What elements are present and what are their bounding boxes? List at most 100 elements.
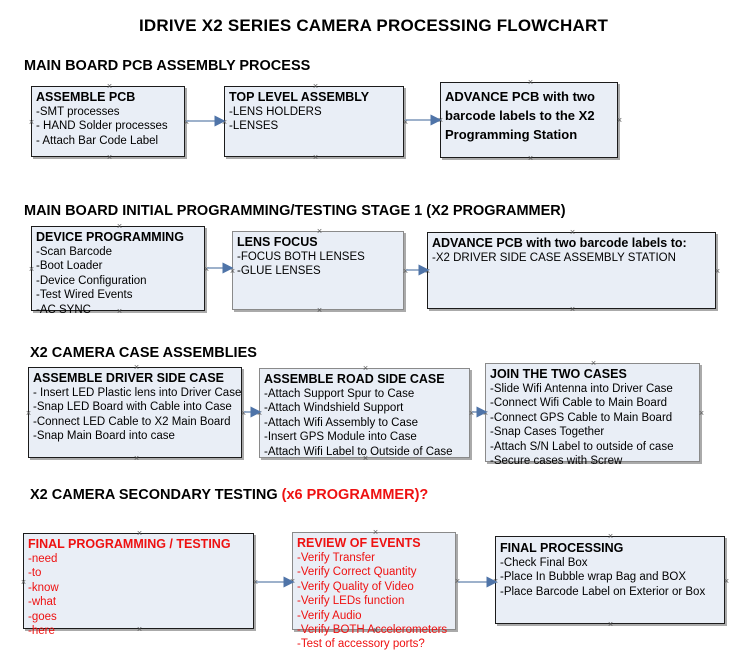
section-header-2: MAIN BOARD INITIAL PROGRAMMING/TESTING S…: [24, 203, 566, 219]
resize-handle-right[interactable]: [252, 579, 259, 586]
resize-handle-right[interactable]: [402, 268, 409, 275]
resize-handle-left[interactable]: [28, 119, 35, 126]
section-header-2-text: MAIN BOARD INITIAL PROGRAMMING/TESTING S…: [24, 203, 566, 219]
box-title: JOIN THE TWO CASES: [490, 367, 627, 381]
box-line: - HAND Solder processes: [36, 120, 168, 133]
resize-handle-bottom[interactable]: [133, 455, 140, 462]
box-final-processing[interactable]: FINAL PROCESSING -Check Final Box -Place…: [495, 536, 725, 624]
resize-handle-bottom[interactable]: [312, 154, 319, 161]
box-line: -Attach Wifi Label to Outside of Case: [264, 445, 453, 458]
resize-handle-right[interactable]: [454, 578, 461, 585]
section-header-3-text: X2 CAMERA CASE ASSEMBLIES: [30, 345, 257, 361]
box-assemble-road-side-case[interactable]: ASSEMBLE ROAD SIDE CASE -Attach Support …: [259, 368, 470, 458]
resize-handle-right[interactable]: [616, 117, 623, 124]
box-device-programming[interactable]: DEVICE PROGRAMMING -Scan Barcode -Boot L…: [28, 223, 205, 316]
section-header-4-red: (x6 PROGRAMMER)?: [281, 487, 429, 503]
box-line: -know: [28, 581, 59, 594]
box-line: -Slide Wifi Antenna into Driver Case: [490, 383, 673, 395]
resize-handle-top[interactable]: [372, 529, 379, 536]
resize-handle-right[interactable]: [240, 410, 247, 417]
box-line: - Insert LED Plastic lens into Driver Ca…: [33, 387, 242, 399]
resize-handle-right[interactable]: [714, 268, 721, 275]
resize-handle-left[interactable]: [229, 268, 236, 275]
box-advance-pcb-programming-station[interactable]: ADVANCE PCB with two barcode labels to t…: [440, 82, 618, 158]
box-line: -Verify Correct Quantity: [297, 566, 417, 579]
resize-handle-left[interactable]: [28, 266, 35, 273]
box-lens-focus[interactable]: LENS FOCUS -FOCUS BOTH LENSES -GLUE LENS…: [232, 231, 404, 310]
resize-handle-left[interactable]: [256, 410, 263, 417]
box-line: -GLUE LENSES: [237, 265, 321, 278]
resize-handle-top[interactable]: [527, 79, 534, 86]
resize-handle-left[interactable]: [20, 579, 27, 586]
resize-handle-bottom[interactable]: [527, 155, 534, 162]
resize-handle-right[interactable]: [698, 410, 705, 417]
resize-handle-top[interactable]: [106, 83, 113, 90]
box-title: ASSEMBLE PCB: [36, 90, 136, 104]
resize-handle-top[interactable]: [312, 83, 319, 90]
box-review-of-events[interactable]: REVIEW OF EVENTS -Verify Transfer -Verif…: [289, 529, 456, 650]
box-title: REVIEW OF EVENTS: [297, 536, 421, 550]
box-line: -X2 DRIVER SIDE CASE ASSEMBLY STATION: [432, 252, 676, 264]
resize-handle-bottom[interactable]: [569, 306, 576, 313]
resize-handle-bottom[interactable]: [372, 627, 379, 634]
section-header-4: X2 CAMERA SECONDARY TESTING (x6 PROGRAMM…: [30, 487, 428, 503]
resize-handle-top[interactable]: [116, 223, 123, 230]
resize-handle-left[interactable]: [25, 410, 32, 417]
resize-handle-bottom[interactable]: [590, 459, 597, 466]
resize-handle-left[interactable]: [492, 578, 499, 585]
resize-handle-top[interactable]: [590, 360, 597, 367]
resize-handle-top[interactable]: [133, 364, 140, 371]
resize-handle-left[interactable]: [221, 119, 228, 126]
box-line: -Connect Wifi Cable to Main Board: [490, 397, 668, 410]
resize-handle-top[interactable]: [136, 530, 143, 537]
resize-handle-right[interactable]: [402, 119, 409, 126]
box-title: FINAL PROCESSING: [500, 541, 624, 555]
box-line: -Verify Quality of Video: [297, 580, 414, 593]
box-line: -Attach Support Spur to Case: [264, 388, 415, 400]
resize-handle-top[interactable]: [607, 533, 614, 540]
resize-handle-top[interactable]: [569, 229, 576, 236]
box-line: -LENS HOLDERS: [229, 106, 322, 118]
box-line: -Connect LED Cable to X2 Main Board: [33, 415, 231, 428]
box-line: -Scan Barcode: [36, 246, 113, 258]
box-line: -here: [28, 625, 55, 638]
resize-handle-right[interactable]: [723, 578, 730, 585]
box-line: -Attach S/N Label to outside of case: [490, 440, 674, 453]
resize-handle-left[interactable]: [289, 578, 296, 585]
box-line: -Snap LED Board with Cable into Case: [33, 401, 232, 414]
resize-handle-bottom[interactable]: [362, 455, 369, 462]
box-line: -Insert GPS Module into Case: [264, 431, 417, 444]
box-assemble-pcb[interactable]: ASSEMBLE PCB -SMT processes - HAND Solde…: [31, 86, 185, 157]
resize-handle-bottom[interactable]: [136, 626, 143, 633]
box-top-level-assembly[interactable]: TOP LEVEL ASSEMBLY -LENS HOLDERS -LENSES: [224, 86, 404, 157]
resize-handle-right[interactable]: [203, 266, 210, 273]
box-join-the-two-cases[interactable]: JOIN THE TWO CASES -Slide Wifi Antenna i…: [482, 360, 700, 467]
resize-handle-bottom[interactable]: [607, 621, 614, 628]
box-line: -LENSES: [229, 120, 279, 133]
resize-handle-left[interactable]: [482, 410, 489, 417]
box-line: -SMT processes: [36, 106, 120, 118]
box-line: -Verify Audio: [297, 609, 362, 622]
resize-handle-bottom[interactable]: [316, 307, 323, 314]
resize-handle-left[interactable]: [424, 268, 431, 275]
box-line: -Verify LEDs function: [297, 595, 405, 608]
resize-handle-bottom[interactable]: [116, 308, 123, 315]
resize-handle-top[interactable]: [316, 228, 323, 235]
box-line: -Place Barcode Label on Exterior or Box: [500, 585, 706, 598]
resize-handle-top[interactable]: [362, 365, 369, 372]
resize-handle-bottom[interactable]: [106, 154, 113, 161]
box-line: -Attach Wifi Assembly to Case: [264, 416, 419, 429]
resize-handle-left[interactable]: [437, 117, 444, 124]
box-title: TOP LEVEL ASSEMBLY: [229, 90, 370, 104]
box-line: -what: [28, 596, 57, 609]
box-advance-pcb-driver-side[interactable]: ADVANCE PCB with two barcode labels to: …: [427, 232, 716, 309]
resize-handle-right[interactable]: [183, 119, 190, 126]
box-final-programming-testing[interactable]: FINAL PROGRAMMING / TESTING -need -to -k…: [20, 530, 254, 637]
box-line: -AC SYNC: [36, 303, 91, 316]
box-title: ADVANCE PCB with two barcode labels to t…: [445, 89, 595, 142]
box-line: -Connect GPS Cable to Main Board: [490, 411, 673, 424]
box-line: -to: [28, 567, 42, 580]
box-assemble-driver-side-case[interactable]: ASSEMBLE DRIVER SIDE CASE - Insert LED P…: [28, 367, 242, 458]
resize-handle-right[interactable]: [468, 410, 475, 417]
